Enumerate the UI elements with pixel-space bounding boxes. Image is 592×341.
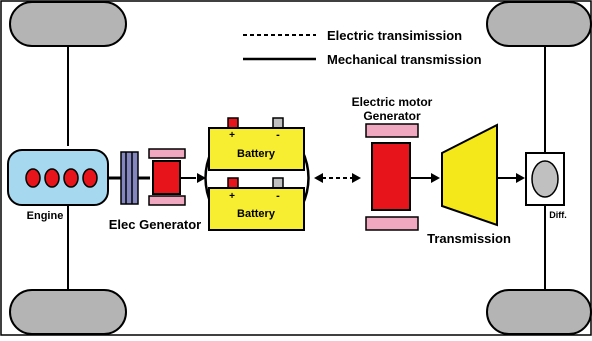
engine-cylinder: [82, 168, 98, 188]
battery-top-positive-terminal: [227, 117, 239, 129]
wheel-rear-left: [9, 289, 127, 335]
legend-mechanical-label: Mechanical transmission: [327, 52, 482, 67]
wheel-front-left: [9, 1, 127, 47]
motor-top-pad: [365, 123, 419, 138]
generator-top-pad: [148, 148, 186, 159]
engine-cylinder: [44, 168, 60, 188]
battery-bottom-negative-terminal: [272, 177, 284, 189]
transmission-label: Transmission: [427, 231, 511, 246]
battery-top-minus-sign: -: [276, 129, 280, 141]
arrow-head: [197, 173, 206, 183]
battery-top-negative-terminal: [272, 117, 284, 129]
electric-motor-generator: [371, 142, 411, 211]
motor-label-line2: Generator: [363, 109, 421, 123]
engine-cylinder: [63, 168, 79, 188]
generator-bottom-pad: [148, 195, 186, 206]
battery-bottom-label: Battery: [237, 208, 276, 220]
arrow-head: [431, 173, 440, 183]
arrow-head: [352, 173, 361, 183]
arrow-head: [516, 173, 525, 183]
wheel-front-right: [486, 1, 592, 47]
engine-cylinder: [25, 168, 41, 188]
battery-top-label: Battery: [237, 148, 276, 160]
clutch-plates: [120, 151, 139, 205]
wheel-rear-right: [486, 289, 592, 335]
battery-bottom-plus-sign: +: [229, 191, 235, 202]
elec-generator-label: Elec Generator: [109, 217, 202, 232]
diff-label: Diff.: [549, 210, 567, 220]
battery-top-plus-sign: +: [229, 130, 235, 141]
motor-bottom-pad: [365, 216, 419, 231]
motor-label-line1: Electric motor: [352, 95, 433, 109]
battery-bottom: [208, 187, 305, 231]
arrow-head: [314, 173, 323, 183]
transmission-gearbox: [441, 123, 498, 227]
legend-electric-label: Electric transimission: [327, 28, 462, 43]
battery-bottom-minus-sign: -: [276, 190, 280, 202]
differential-gear: [531, 160, 559, 198]
battery-bottom-positive-terminal: [227, 177, 239, 189]
elec-generator: [152, 160, 181, 195]
battery-top: [208, 127, 305, 171]
engine-label: Engine: [27, 210, 64, 222]
